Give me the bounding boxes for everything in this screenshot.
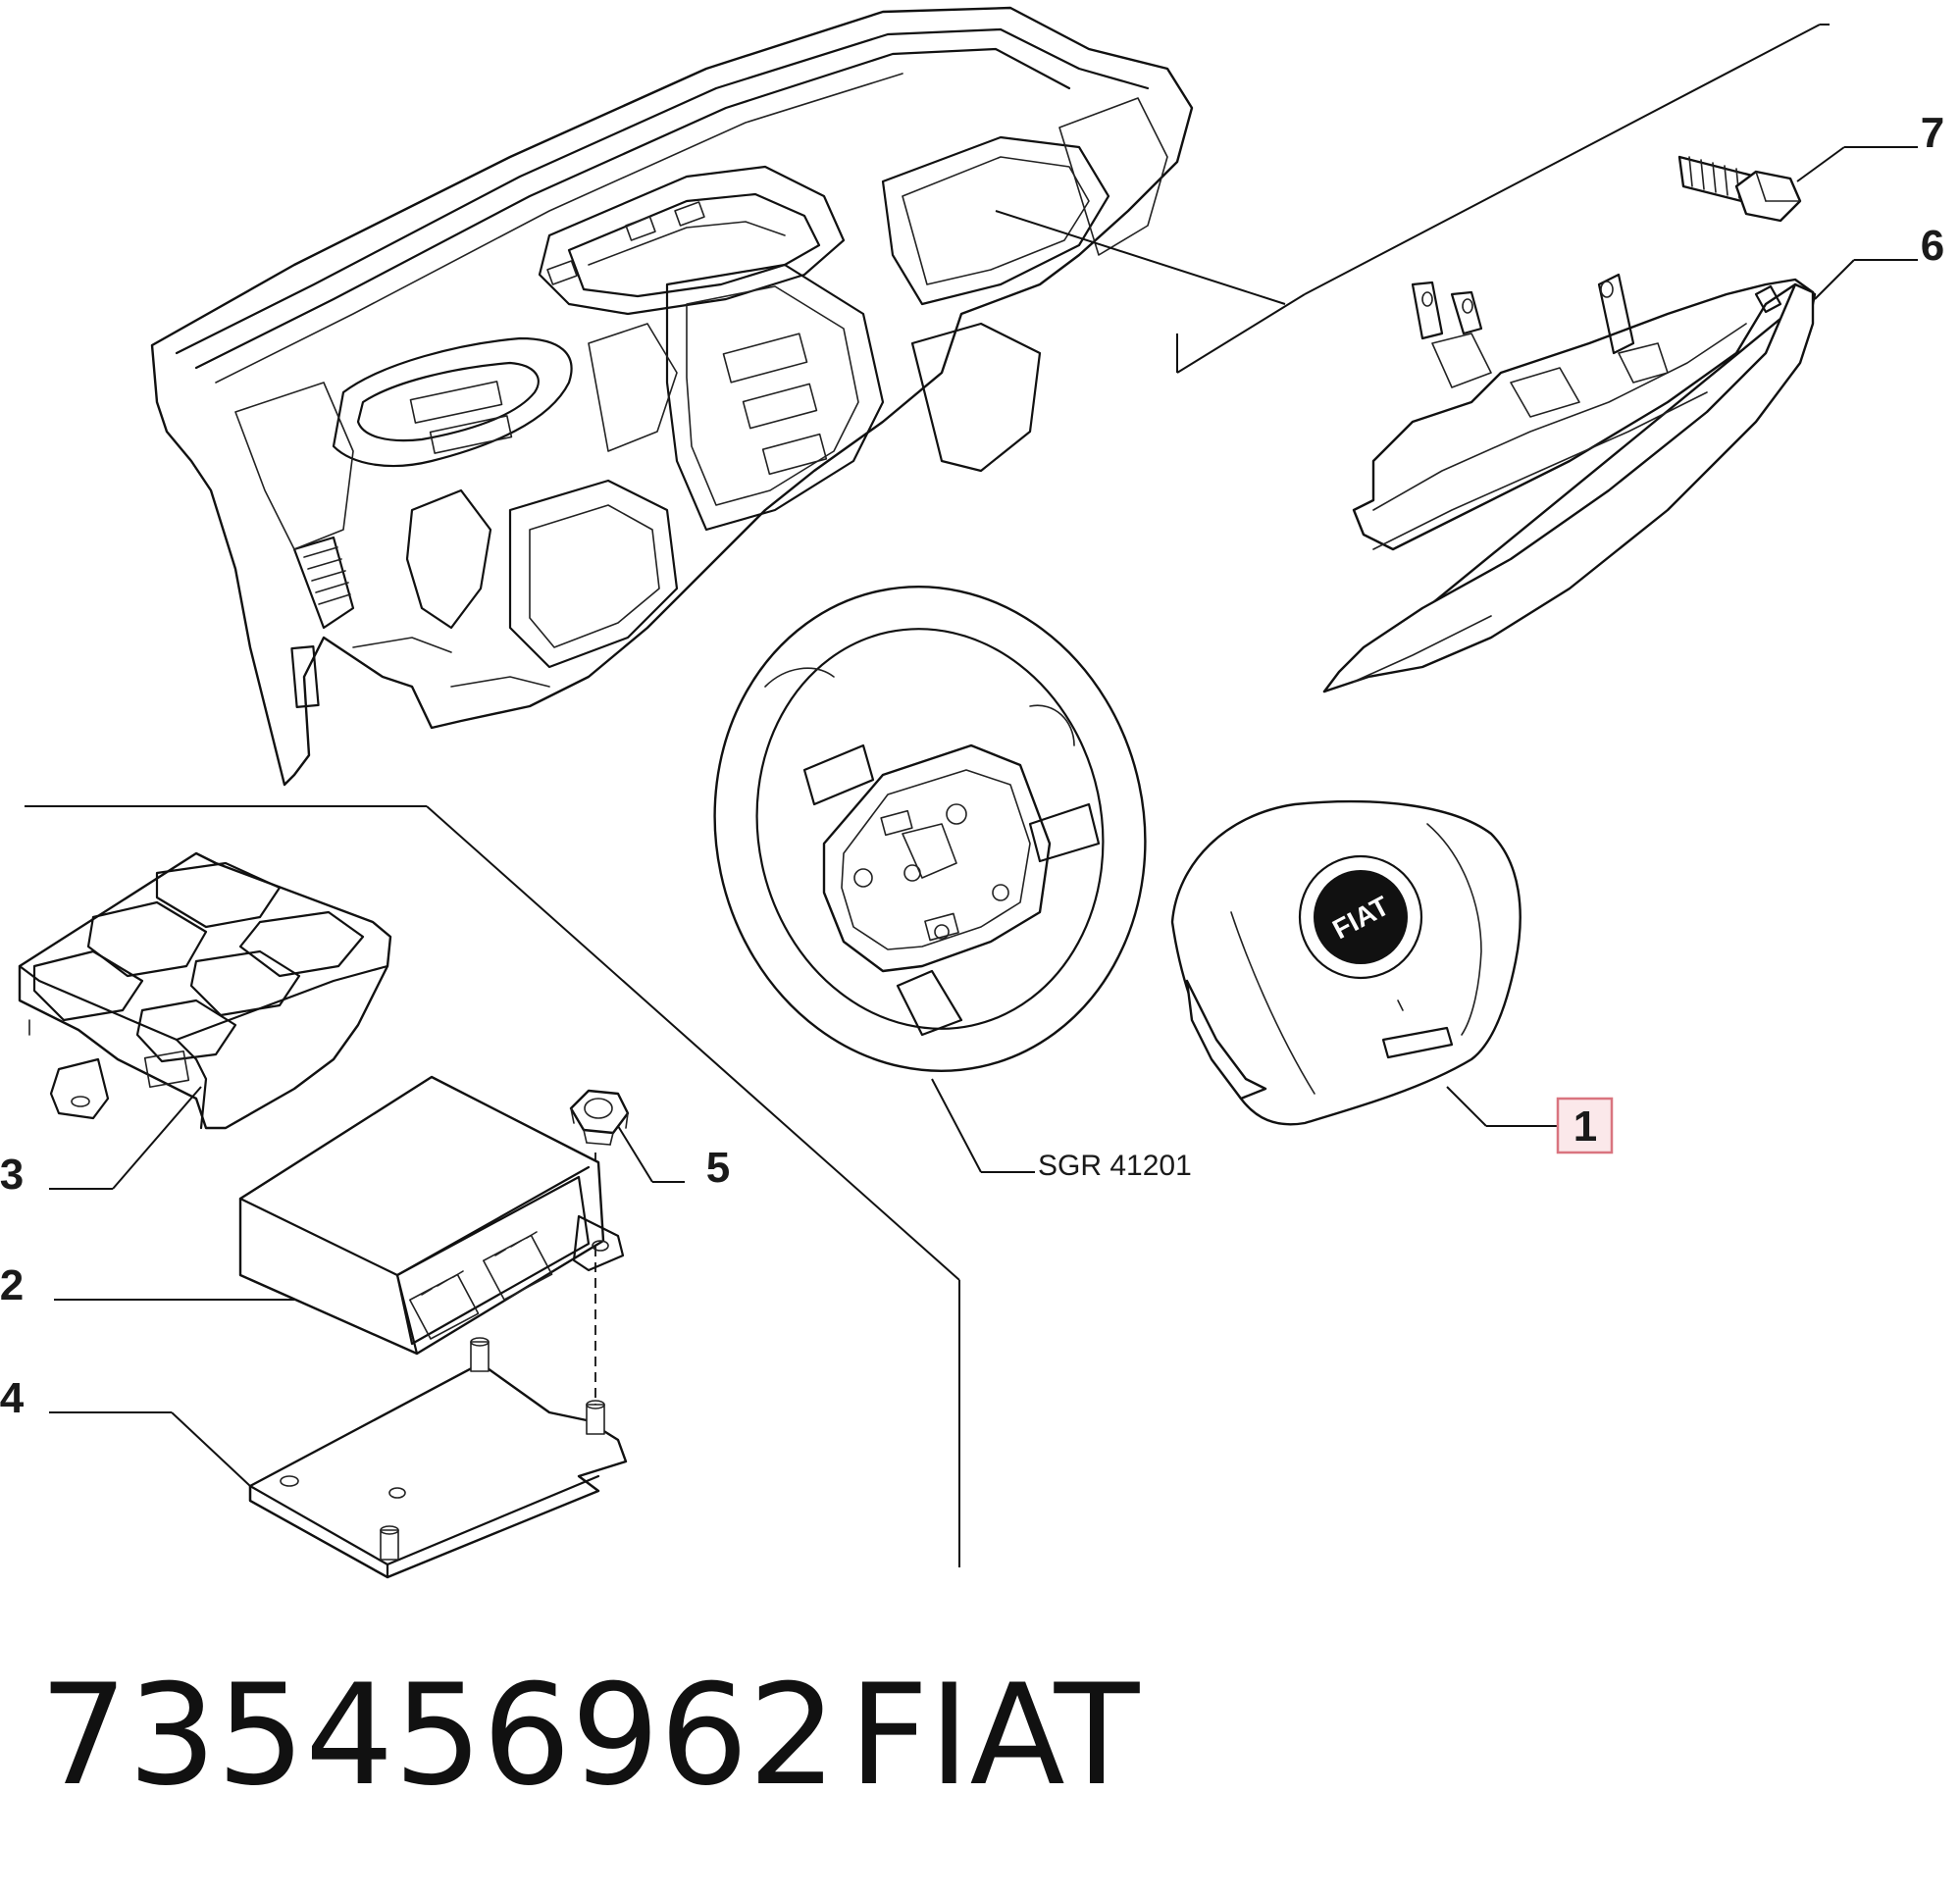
fiat-logo-ring [1298, 854, 1423, 980]
brand-name: FIAT [849, 1655, 1141, 1817]
leader-7 [1796, 146, 1845, 182]
passenger-airbag-part-6 [1322, 273, 1817, 693]
leader-5 [617, 1125, 685, 1183]
cover-bracket-part-3 [18, 851, 392, 1130]
callout-7: 7 [1921, 109, 1944, 157]
reference-label: SGR 41201 [1038, 1150, 1192, 1182]
leader-6 [1814, 259, 1855, 300]
callout-5: 5 [706, 1144, 730, 1192]
leader-4 [49, 1411, 251, 1487]
callout-1-highlight [1556, 1097, 1614, 1154]
dashboard-assembly [150, 6, 1194, 787]
nut-part-5 [569, 1089, 630, 1146]
steering-wheel-leader [931, 1078, 1035, 1173]
base-plate-part-4 [248, 1337, 628, 1579]
callout-4: 4 [0, 1374, 25, 1422]
bolt-part-7 [1677, 155, 1802, 223]
dashboard-leader [995, 24, 1830, 374]
steering-wheel [713, 586, 1147, 1072]
part-number: 735456962 [39, 1655, 837, 1817]
driver-airbag-part-1: FIAT [1170, 799, 1522, 1126]
callout-2: 2 [0, 1261, 24, 1309]
group-frame-lines [25, 805, 960, 1567]
leader-3 [49, 1086, 202, 1190]
leader-1 [1446, 1086, 1558, 1127]
fiat-logo-badge [1314, 870, 1408, 964]
control-unit-part-2 [238, 1075, 625, 1356]
callout-6: 6 [1921, 222, 1944, 270]
callout-3: 3 [0, 1151, 24, 1199]
callout-1: 1 [1573, 1102, 1597, 1151]
